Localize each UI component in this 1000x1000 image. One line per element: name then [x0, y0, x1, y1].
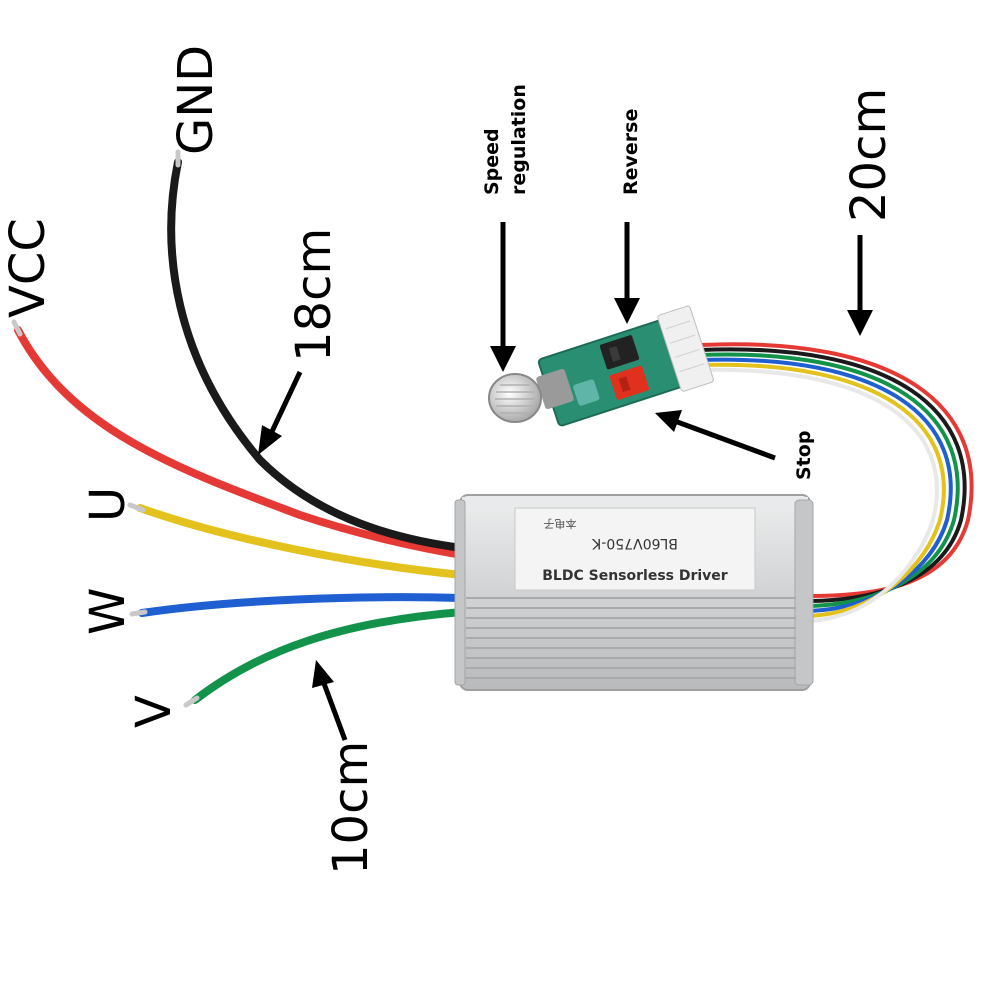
- control-ribbon-cable: [697, 336, 982, 623]
- label-stop: Stop: [793, 431, 815, 480]
- wire-tips: [11, 149, 200, 708]
- device-model: BL60V750-K: [591, 535, 678, 551]
- heatsink-fins: [466, 597, 796, 679]
- arrow-10cm: [319, 677, 348, 741]
- arrow-stop: [671, 417, 776, 461]
- w-wire: [138, 593, 466, 617]
- stop-switch[interactable]: [609, 365, 650, 400]
- annotation-arrows: [258, 222, 873, 741]
- brand-mark: 本电子: [544, 517, 577, 531]
- label-20cm: 20cm: [841, 88, 897, 222]
- label-speed: Speed: [481, 128, 503, 195]
- label-regulation: regulation: [508, 84, 530, 195]
- v-wire: [191, 608, 466, 704]
- speed-knob[interactable]: [488, 368, 575, 423]
- label-u: U: [80, 487, 136, 522]
- label-vcc: VCC: [0, 218, 56, 318]
- label-w: W: [80, 588, 136, 635]
- label-v: V: [126, 695, 182, 728]
- device-name: BLDC Sensorless Driver: [542, 568, 728, 584]
- labels: GND VCC U W V 18cm 10cm 20cm Speed regul…: [0, 45, 897, 875]
- driver-housing: 本电子 BL60V750-K BLDC Sensorless Driver: [454, 494, 814, 691]
- reverse-switch[interactable]: [599, 335, 640, 370]
- gnd-wire: [167, 158, 466, 552]
- control-board: [537, 305, 714, 427]
- label-10cm: 10cm: [323, 741, 379, 875]
- vcc-wire: [14, 326, 466, 559]
- label-gnd: GND: [168, 45, 224, 155]
- power-and-phase-wires: [14, 158, 466, 704]
- label-reverse: Reverse: [620, 109, 642, 195]
- u-wire: [136, 504, 466, 579]
- label-18cm: 18cm: [286, 228, 342, 362]
- arrow-18cm: [265, 370, 303, 442]
